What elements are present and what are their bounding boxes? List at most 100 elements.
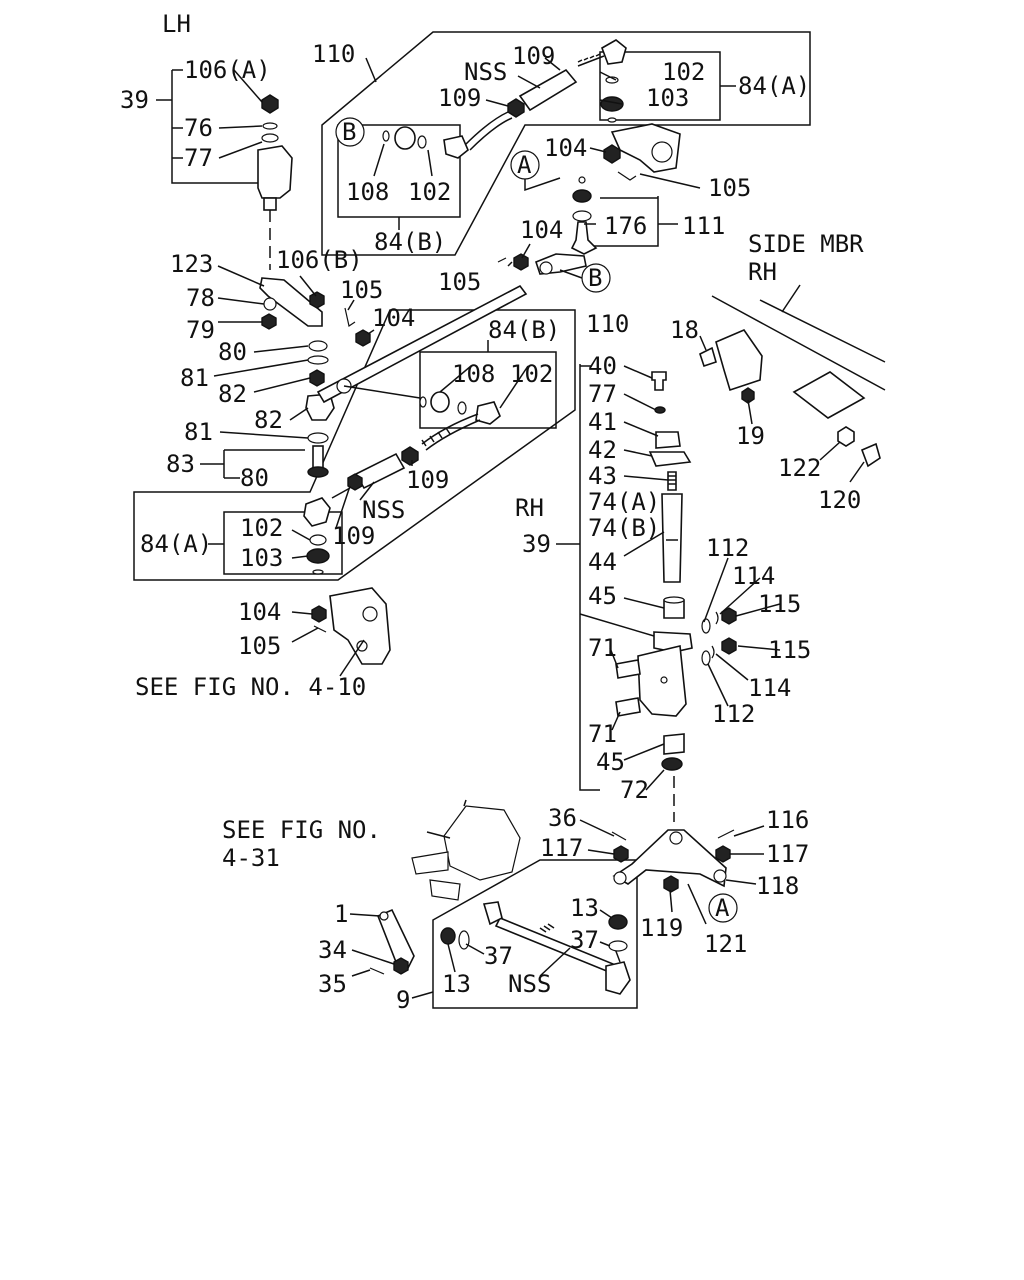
label-r-43: 43	[588, 462, 617, 490]
frame-top-110	[321, 31, 811, 256]
part-labels: 39 106(A) 76 77 110 NSS 109 109 102 103 …	[120, 40, 861, 1014]
label-b-1: 1	[334, 900, 348, 928]
label-80a: 80	[218, 338, 247, 366]
cotter-105-mid	[497, 257, 507, 263]
label-b-36: 36	[548, 804, 577, 832]
ring-81b	[307, 432, 329, 444]
nut-19	[741, 387, 755, 404]
label-top-84a: 84(A)	[738, 72, 810, 100]
label-81b: 81	[184, 418, 213, 446]
label-r-44: 44	[588, 548, 617, 576]
label-81a: 81	[180, 364, 209, 392]
label-m-nss: NSS	[362, 496, 405, 524]
label-77: 77	[184, 144, 213, 172]
label-b-119: 119	[640, 914, 683, 942]
tie-rod-end-inner	[443, 135, 469, 159]
tie-rod-end-top	[601, 39, 627, 65]
seal-37a	[458, 930, 470, 950]
label-r-112b: 112	[712, 700, 755, 728]
label-bl-102: 102	[240, 514, 283, 542]
label-r-112a: 112	[706, 534, 749, 562]
bracket-111	[588, 196, 678, 247]
nut-13b	[608, 914, 628, 930]
bolt-18	[699, 346, 717, 368]
label-r-74a: 74(A)	[588, 488, 660, 516]
label-m-84b: 84(B)	[488, 316, 560, 344]
bolt-71a	[615, 659, 641, 679]
label-top-84b: 84(B)	[374, 228, 446, 256]
nut-82a	[309, 369, 325, 387]
label-top-102b: 102	[408, 178, 451, 206]
label-r-115a: 115	[758, 590, 801, 618]
label-mid-104: 104	[520, 216, 563, 244]
label-m-109b: 109	[332, 522, 375, 550]
label-82a: 82	[218, 380, 247, 408]
label-106b: 106(B)	[276, 246, 363, 274]
nut-104-mid	[513, 253, 529, 271]
label-top-105: 105	[708, 174, 751, 202]
idler-bracket	[257, 145, 293, 199]
side-member-plate	[792, 371, 866, 419]
spring-114a	[715, 611, 719, 625]
label-b-35: 35	[318, 970, 347, 998]
ring-102-top	[605, 76, 619, 84]
steering-gear-box	[411, 799, 521, 901]
nut-109-mid	[401, 446, 419, 466]
drag-link-end-left	[482, 901, 503, 926]
pitman-arm-lower	[369, 908, 415, 975]
label-bl-105: 105	[238, 632, 281, 660]
label-r-41: 41	[588, 408, 617, 436]
seal-103-mid	[306, 548, 330, 564]
see-fig-4-31-line1: SEE FIG NO.	[222, 816, 381, 844]
seal-80a	[308, 340, 328, 352]
cotter-105-top	[617, 171, 637, 181]
heading-side-mbr-rh: RH	[748, 258, 777, 286]
bracket-rh-39	[556, 364, 600, 791]
label-r-77: 77	[588, 380, 617, 408]
label-r-45a: 45	[588, 582, 617, 610]
nut-13a	[440, 927, 456, 945]
cotter-36	[611, 831, 627, 841]
label-top-176: 176	[604, 212, 647, 240]
nut-122	[837, 426, 855, 447]
label-m-109a: 109	[406, 466, 449, 494]
label-r-39: 39	[522, 530, 551, 558]
label-r-42: 42	[588, 436, 617, 464]
label-b-117a: 117	[540, 834, 583, 862]
seal-80b	[307, 466, 329, 478]
top-tie-rod-assembly	[382, 39, 627, 159]
bracket-83	[200, 449, 305, 479]
label-r-115b: 115	[768, 636, 811, 664]
bolt-40	[651, 371, 667, 391]
label-b-37b: 37	[570, 926, 599, 954]
label-s-19: 19	[736, 422, 765, 450]
label-l-105: 105	[340, 276, 383, 304]
callout-a-top: A	[510, 150, 561, 192]
bracket-lh-39	[156, 69, 262, 184]
label-r-40: 40	[588, 352, 617, 380]
label-m-102: 102	[510, 360, 553, 388]
frame-9-draglink	[432, 859, 638, 1009]
heading-rh: RH	[515, 494, 544, 522]
nut-104-bl	[311, 605, 327, 623]
nut-34	[393, 957, 409, 975]
cotter-35	[369, 967, 385, 975]
label-s-18: 18	[670, 316, 699, 344]
label-r-114b: 114	[748, 674, 791, 702]
label-top-102: 102	[662, 58, 705, 86]
side-member-rail	[711, 284, 886, 391]
boot-108-mid	[430, 391, 450, 413]
cotter-116	[717, 829, 735, 839]
idler-arm-123	[259, 277, 323, 327]
label-b-9: 9	[396, 986, 410, 1014]
label-82b: 82	[254, 406, 283, 434]
nut-106b	[309, 291, 325, 309]
nut-115b	[721, 637, 737, 655]
label-top-111: 111	[682, 212, 725, 240]
cotter-105-lh	[344, 307, 356, 327]
bushing-41	[655, 431, 681, 449]
callout-b-top: B	[335, 117, 365, 147]
adjuster-tube-mid	[354, 452, 406, 490]
label-b-116: 116	[766, 806, 809, 834]
boot-108-top	[394, 126, 416, 150]
